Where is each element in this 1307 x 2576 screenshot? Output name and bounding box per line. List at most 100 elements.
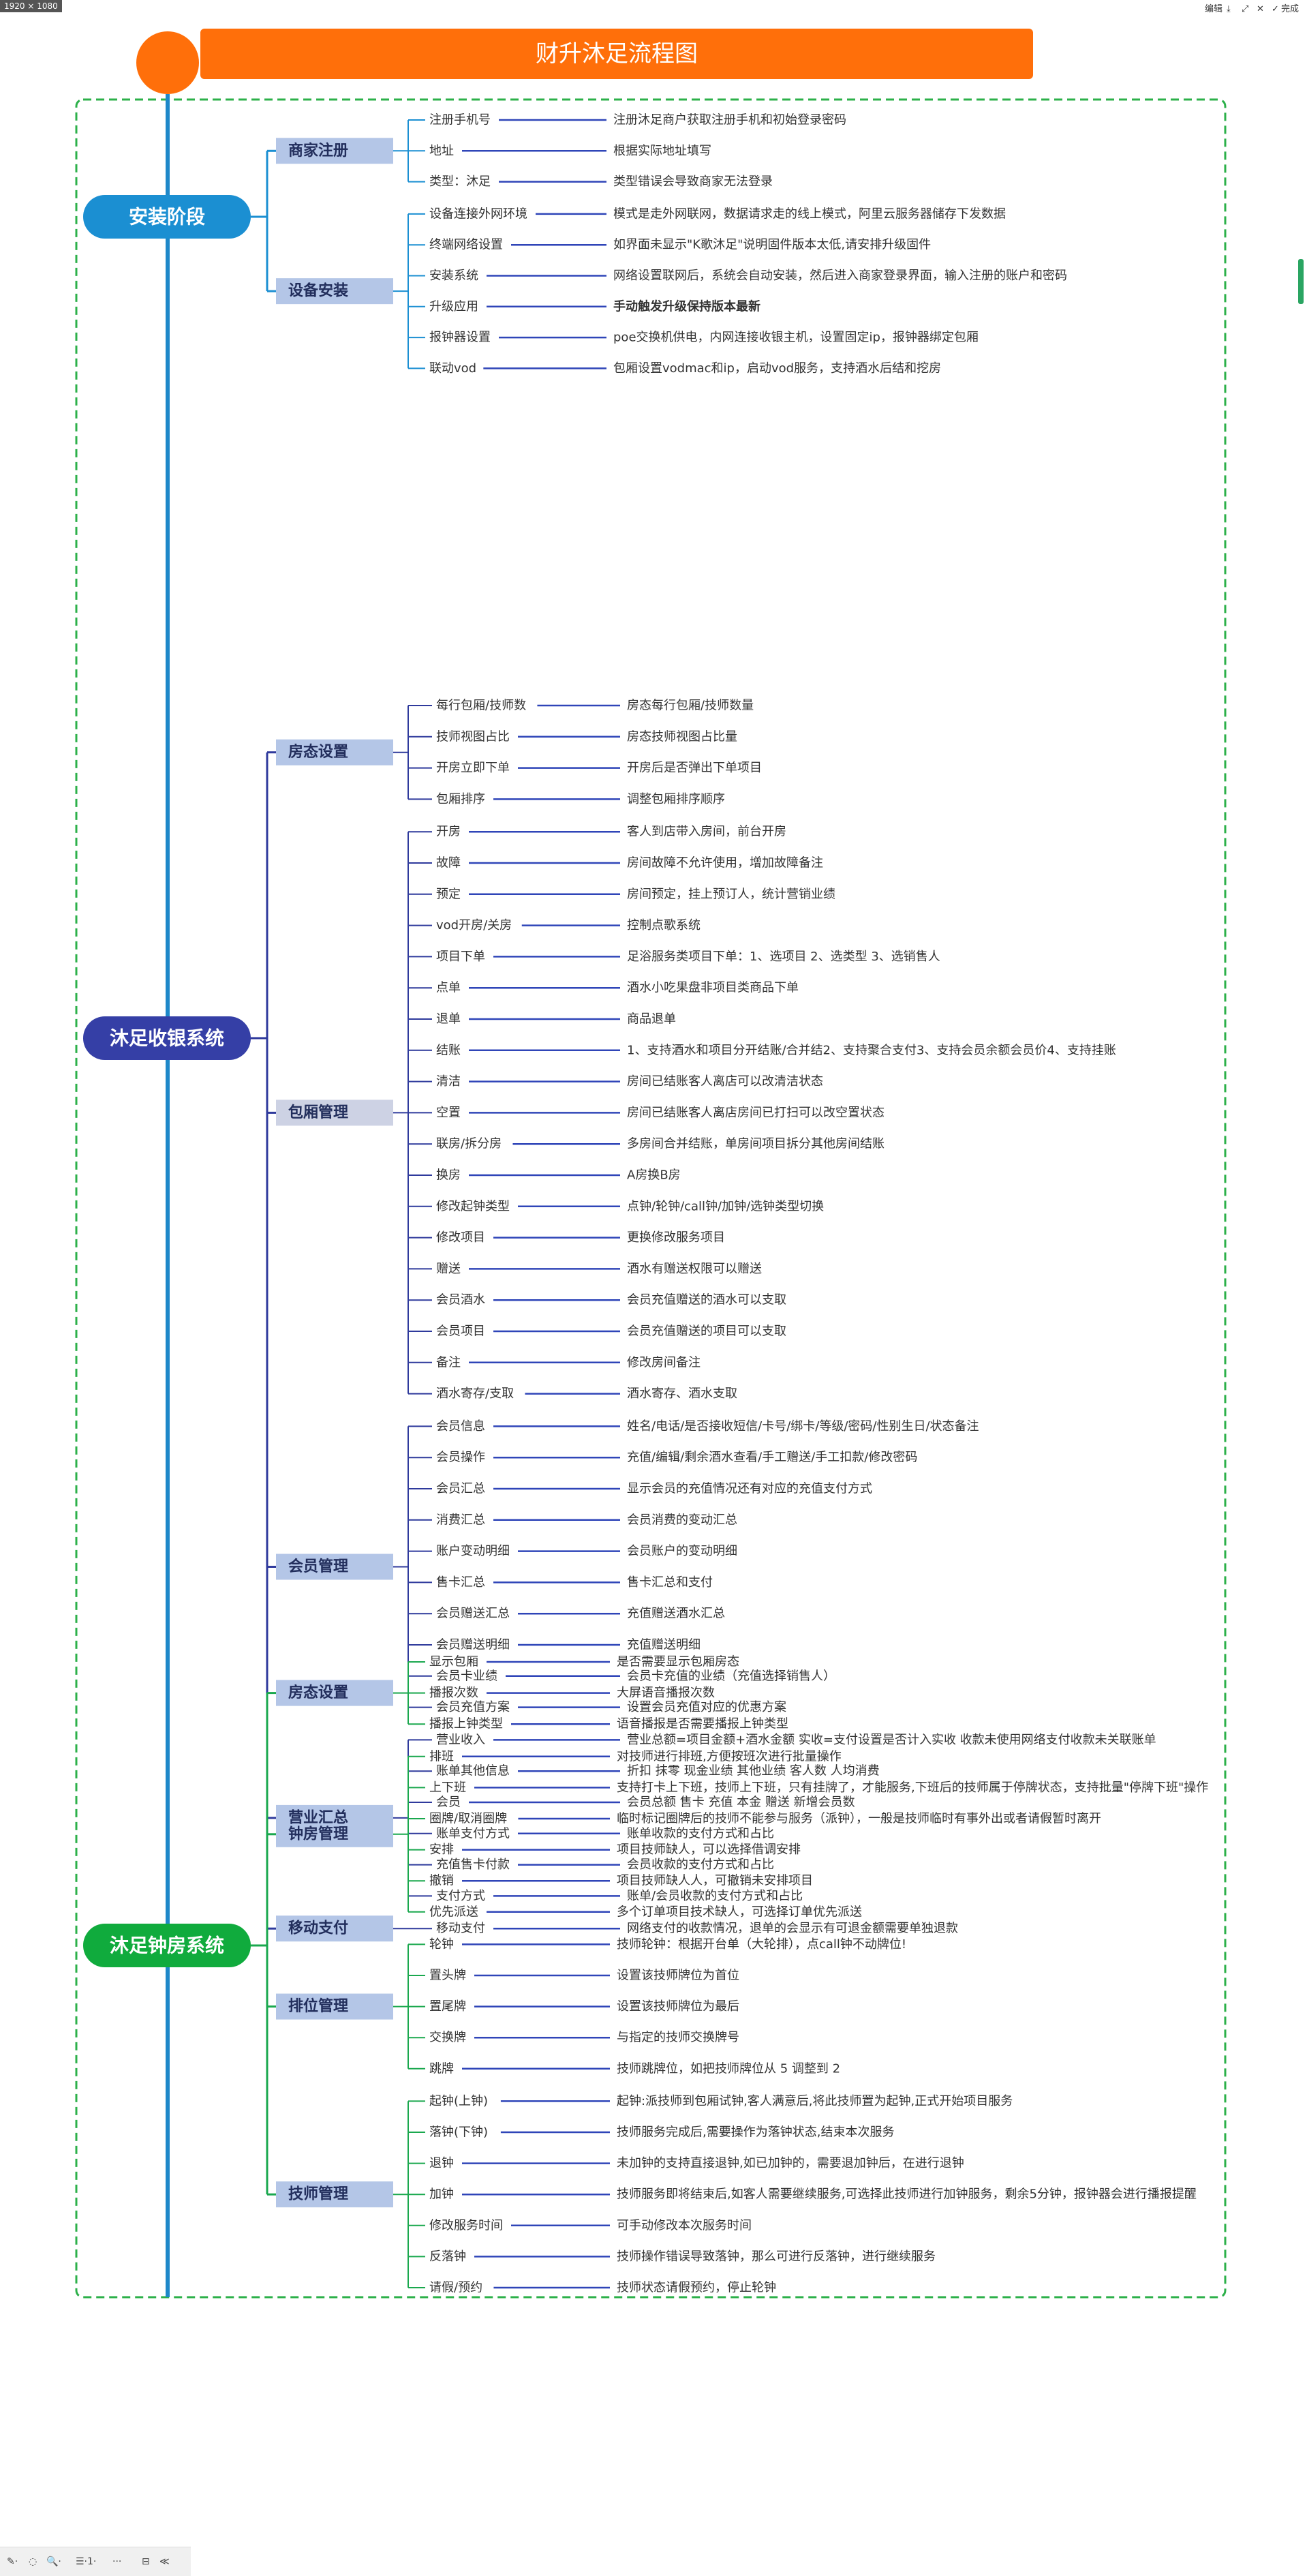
item-label: 会员操作: [436, 1451, 485, 1465]
item-label: 每行包厢/技师数: [436, 699, 526, 713]
bottom-tool-icon[interactable]: ✎·: [7, 2556, 18, 2567]
bottom-tool-icon[interactable]: ◌: [29, 2556, 37, 2567]
bottom-tool-icon[interactable]: 🔍·: [46, 2556, 61, 2567]
item-label: 账单其他信息: [436, 1764, 510, 1778]
bottom-tool-icon[interactable]: ···: [112, 2556, 122, 2567]
category-box: [276, 138, 393, 164]
item-label: 显示包厢: [429, 1655, 478, 1669]
item-label: 地址: [429, 144, 454, 158]
item-description: 技师跳牌位，如把技师牌位从 5 调整到 2: [617, 2061, 840, 2076]
item-label: 故障: [436, 856, 461, 870]
item-description: 房态每行包厢/技师数量: [627, 699, 754, 713]
item-label: 置尾牌: [429, 1999, 466, 2014]
item-label: 优先派送: [429, 1905, 478, 1919]
item-label: 售卡汇总: [436, 1575, 485, 1590]
item-label: 设备连接外网环境: [429, 207, 527, 221]
item-label: 修改服务时间: [429, 2218, 503, 2232]
done-button[interactable]: 完成: [1281, 4, 1300, 14]
close-icon[interactable]: ✕: [1257, 4, 1264, 14]
download-icon[interactable]: ⤓: [1227, 4, 1231, 14]
item-label: 账户变动明细: [436, 1544, 510, 1558]
item-label: 会员充值方案: [436, 1700, 510, 1714]
category-box: [276, 1915, 393, 1942]
category-label: 钟房管理: [288, 1825, 348, 1843]
item-description: 项目技师缺人人，可撤销未安排项目: [617, 1874, 813, 1888]
item-label: 点单: [436, 981, 461, 995]
item-description: 类型错误会导致商家无法登录: [613, 175, 773, 189]
item-label: 包厢排序: [436, 792, 485, 806]
item-label: 联动vod: [429, 361, 476, 376]
title-banner: [200, 29, 1033, 79]
item-label: 退单: [436, 1012, 461, 1027]
item-label: vod开房/关房: [436, 918, 512, 933]
item-description: 充值赠送酒水汇总: [627, 1607, 725, 1621]
item-description: 会员卡充值的业绩（充值选择销售人）: [627, 1669, 835, 1683]
item-description: 语音播报是否需要播报上钟类型: [617, 1717, 788, 1731]
item-description: 如界面未显示"K歌沐足"说明固件版本太低,请安排升级固件: [613, 238, 931, 252]
item-description: 客人到店带入房间，前台开房: [627, 825, 786, 839]
category-label: 商家注册: [288, 142, 348, 160]
category-label: 排位管理: [288, 1997, 348, 2015]
edit-button[interactable]: 编辑: [1205, 4, 1223, 14]
item-description: 显示会员的充值情况还有对应的充值支付方式: [627, 1482, 872, 1496]
item-description: 对技师进行排班,方便按班次进行批量操作: [617, 1749, 842, 1763]
item-description: 项目技师缺人，可以选择借调安排: [617, 1843, 801, 1857]
item-description: 商品退单: [627, 1012, 676, 1027]
item-description: 技师服务完成后,需要操作为落钟状态,结束本次服务: [617, 2125, 894, 2140]
item-label: 请假/预约: [429, 2281, 482, 2295]
item-description: 起钟:派技师到包厢试钟,客人满意后,将此技师置为起钟,正式开始项目服务: [617, 2094, 1013, 2108]
item-label: 终端网络设置: [429, 238, 503, 252]
check-icon: ✓: [1272, 4, 1279, 14]
item-description: 折扣 抹零 现金业绩 其他业绩 客人数 人均消费: [627, 1764, 880, 1778]
item-description: 充值赠送明细: [627, 1638, 701, 1652]
item-description: 技师轮钟：根据开台单（大轮排），点call钟不动牌位!: [617, 1937, 906, 1952]
item-description: 多房间合并结账，单房间项目拆分其他房间结账: [627, 1137, 885, 1151]
root-label: 沐足钟房系统: [110, 1935, 224, 1957]
category-box: [276, 1993, 393, 2020]
item-description: 支持打卡上下班，技师上下班，只有挂牌了，才能服务,下班后的技师属于停牌状态，支持…: [617, 1781, 1208, 1795]
item-description: 多个订单项目技术缺人，可选择订单优先派送: [617, 1905, 862, 1919]
item-description: 修改房间备注: [627, 1355, 701, 1369]
item-description: 技师状态请假预约，停止轮钟: [617, 2281, 776, 2295]
item-label: 项目下单: [436, 950, 485, 964]
item-label: 联房/拆分房: [436, 1137, 502, 1151]
item-description: 调整包厢排序顺序: [627, 792, 725, 806]
item-label: 会员赠送明细: [436, 1638, 510, 1652]
side-scroll-handle[interactable]: [1298, 259, 1304, 304]
category-box: [276, 2181, 393, 2208]
item-description: 与指定的技师交换牌号: [617, 2031, 739, 2045]
root-node: [83, 195, 251, 239]
item-description: 会员账户的变动明细: [627, 1544, 737, 1558]
item-label: 营业收入: [436, 1733, 485, 1747]
category-label: 房态设置: [288, 743, 348, 761]
item-description: 技师服务即将结束后,如客人需要继续服务,可选择此技师进行加钟服务，剩余5分钟，报…: [617, 2187, 1197, 2202]
item-label: 开房立即下单: [436, 761, 510, 775]
item-description: 姓名/电话/是否接收短信/卡号/绑卡/等级/密码/性别生日/状态备注: [627, 1419, 979, 1434]
category-box: [276, 1554, 393, 1580]
item-description: 足浴服务类项目下单：1、选项目 2、选类型 3、选销售人: [627, 950, 940, 964]
item-label: 酒水寄存/支取: [436, 1387, 514, 1401]
item-label: 备注: [436, 1355, 461, 1369]
item-description: 设置会员充值对应的优惠方案: [627, 1700, 786, 1714]
category-box: [276, 1821, 393, 1847]
item-label: 会员酒水: [436, 1293, 485, 1307]
category-label: 房态设置: [288, 1684, 348, 1701]
item-label: 安排: [429, 1843, 454, 1857]
item-label: 注册手机号: [429, 113, 491, 127]
item-label: 清洁: [436, 1074, 461, 1089]
root-node: [83, 1924, 251, 1967]
bottom-tool-icon[interactable]: ≪: [159, 2556, 170, 2567]
bottom-toolbar: ✎· ◌ 🔍· ☰·1· ··· ⊟ ≪: [0, 2547, 191, 2576]
bottom-tool-icon[interactable]: ☰·1·: [76, 2556, 97, 2567]
item-label: 升级应用: [429, 299, 478, 314]
item-description: 账单收款的支付方式和占比: [627, 1826, 774, 1840]
category-label: 技师管理: [288, 2185, 348, 2203]
item-description: 是否需要显示包厢房态: [617, 1655, 739, 1669]
item-label: 撤销: [429, 1874, 454, 1888]
item-description: 营业总额=项目金额+酒水金额 实收=支付设置是否计入实收 收款未使用网络支付收款…: [627, 1733, 1156, 1747]
fullscreen-icon[interactable]: ⤢: [1242, 4, 1249, 14]
item-label: 会员信息: [436, 1419, 485, 1434]
diagram-title: 财升沐足流程图: [536, 40, 698, 67]
bottom-tool-icon[interactable]: ⊟: [142, 2556, 150, 2567]
item-label: 消费汇总: [436, 1513, 485, 1527]
